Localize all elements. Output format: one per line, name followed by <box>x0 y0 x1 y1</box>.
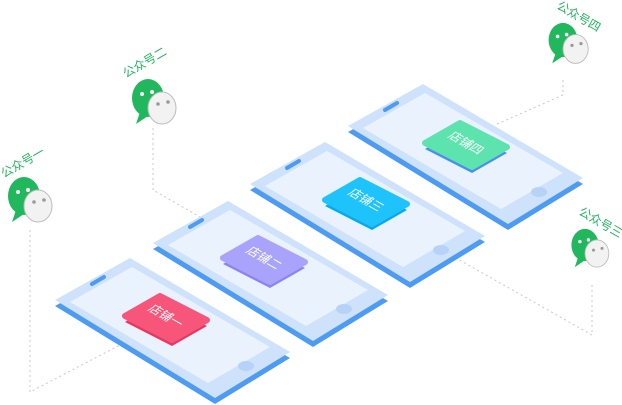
shop-tile-2[interactable]: 店铺二 <box>220 235 308 288</box>
connector-lines <box>29 80 593 393</box>
account-2[interactable]: 公众号二 <box>121 44 177 125</box>
account-3[interactable]: 公众号三 <box>570 204 622 268</box>
wechat-icon <box>131 78 177 125</box>
wechat-icon <box>570 228 610 268</box>
account-label: 公众号二 <box>121 44 170 80</box>
wechat-icon <box>7 176 53 223</box>
wechat-icon <box>548 22 589 64</box>
account-1[interactable]: 公众号一 <box>0 144 53 223</box>
shop-tile-4[interactable]: 店铺四 <box>422 120 510 173</box>
shop-tile-3[interactable]: 店铺三 <box>322 177 410 230</box>
shop-tile-1[interactable]: 店铺一 <box>122 293 210 346</box>
account-4[interactable]: 公众号四 <box>548 0 603 64</box>
account-label: 公众号一 <box>0 144 47 180</box>
